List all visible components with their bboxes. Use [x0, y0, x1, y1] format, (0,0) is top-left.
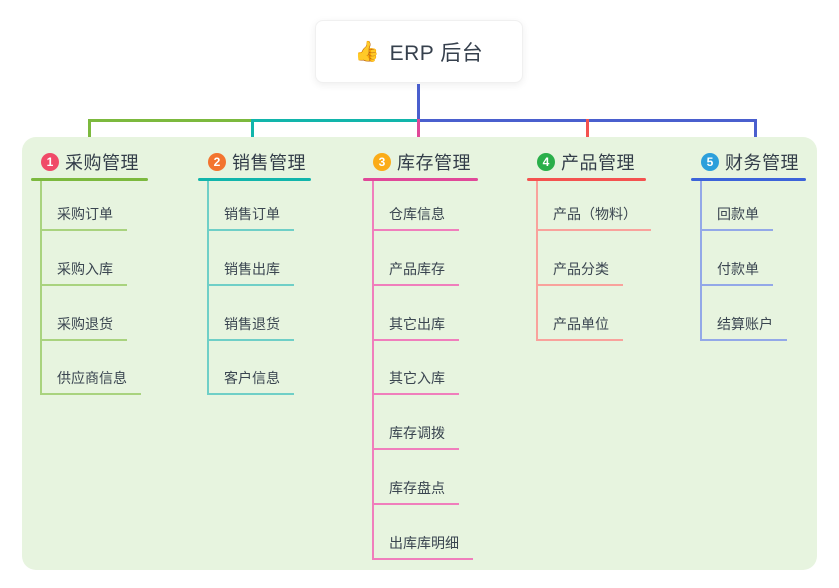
- branch-item[interactable]: 销售出库: [207, 260, 294, 286]
- branch-item-label: 产品库存: [389, 261, 445, 277]
- branch-topic[interactable]: 4 产品管理: [537, 149, 635, 175]
- branch-item-label: 产品（物料）: [553, 206, 637, 222]
- thumbs-up-icon: 👍: [354, 40, 380, 63]
- root-label: ERP 后台: [389, 41, 484, 65]
- branch-index: 4: [542, 155, 550, 169]
- branch-topic[interactable]: 2 销售管理: [208, 149, 306, 175]
- branch-item[interactable]: 销售退货: [207, 315, 294, 341]
- branch-index-badge: 5: [701, 153, 719, 171]
- branch-underline: [31, 178, 148, 181]
- branch-item[interactable]: 其它入库: [372, 369, 459, 395]
- branch-underline: [363, 178, 478, 181]
- branch-item[interactable]: 产品（物料）: [536, 205, 651, 231]
- branch-item-label: 库存盘点: [389, 480, 445, 496]
- branch-label: 库存管理: [397, 153, 471, 173]
- branch-node-1: 1 采购管理采购订单采购入库采购退货供应商信息: [31, 146, 148, 570]
- branch-item[interactable]: 采购退货: [40, 315, 127, 341]
- branch-index: 1: [46, 155, 54, 169]
- branch-item-label: 采购入库: [57, 261, 113, 277]
- branch-index: 5: [706, 155, 714, 169]
- branch-label: 采购管理: [65, 153, 139, 173]
- branch-item[interactable]: 客户信息: [207, 369, 294, 395]
- branch-topic[interactable]: 1 采购管理: [41, 149, 139, 175]
- branch-index: 3: [378, 155, 386, 169]
- branch-item-label: 销售订单: [224, 206, 280, 222]
- branch-item[interactable]: 回款单: [700, 205, 773, 231]
- branch-item-label: 库存调拨: [389, 425, 445, 441]
- connector-trunk-segment: [88, 119, 253, 122]
- branch-node-3: 3 库存管理仓库信息产品库存其它出库其它入库库存调拨库存盘点出库库明细: [363, 146, 478, 570]
- branch-item[interactable]: 销售订单: [207, 205, 294, 231]
- branch-item-label: 产品单位: [553, 316, 609, 332]
- branch-node-5: 5 财务管理回款单付款单结算账户: [691, 146, 806, 570]
- connector-branch-drop: [586, 119, 589, 146]
- branch-item[interactable]: 付款单: [700, 260, 773, 286]
- branch-topic[interactable]: 5 财务管理: [701, 149, 799, 175]
- branch-item[interactable]: 仓库信息: [372, 205, 459, 231]
- branch-item-label: 付款单: [717, 261, 759, 277]
- branch-item[interactable]: 库存调拨: [372, 424, 459, 450]
- branch-item[interactable]: 产品分类: [536, 260, 623, 286]
- branch-item[interactable]: 供应商信息: [40, 369, 141, 395]
- branch-spine: [40, 181, 42, 396]
- branch-item-label: 结算账户: [717, 316, 773, 332]
- branch-index-badge: 1: [41, 153, 59, 171]
- branch-spine: [536, 181, 538, 341]
- branch-underline: [691, 178, 806, 181]
- branch-item[interactable]: 产品单位: [536, 315, 623, 341]
- branch-item[interactable]: 出库库明细: [372, 534, 473, 560]
- branch-item-label: 供应商信息: [57, 370, 127, 386]
- root-node[interactable]: 👍 ERP 后台: [315, 20, 523, 83]
- branch-label: 产品管理: [561, 153, 635, 173]
- branch-node-2: 2 销售管理销售订单销售出库销售退货客户信息: [198, 146, 311, 570]
- branch-item-label: 客户信息: [224, 370, 280, 386]
- connector-trunk-segment: [253, 119, 417, 122]
- connector-branch-drop: [754, 119, 757, 146]
- branch-topic[interactable]: 3 库存管理: [373, 149, 471, 175]
- branch-node-4: 4 产品管理产品（物料） 产品分类产品单位: [527, 146, 651, 570]
- branch-label: 销售管理: [232, 153, 306, 173]
- branch-item[interactable]: 其它出库: [372, 315, 459, 341]
- connector-branch-drop: [88, 119, 91, 146]
- branch-item-label: 回款单: [717, 206, 759, 222]
- branch-item-label: 其它出库: [389, 316, 445, 332]
- branch-item-label: 采购订单: [57, 206, 113, 222]
- branch-item-label: 其它入库: [389, 370, 445, 386]
- branch-item-label: 出库库明细: [389, 535, 459, 551]
- branch-underline: [527, 178, 646, 181]
- mindmap-canvas: [22, 137, 817, 570]
- branch-spine: [372, 181, 374, 560]
- branch-index-badge: 4: [537, 153, 555, 171]
- branch-item-label: 仓库信息: [389, 206, 445, 222]
- branch-item-label: 销售出库: [224, 261, 280, 277]
- branch-item-label: 产品分类: [553, 261, 609, 277]
- branch-item[interactable]: 产品库存: [372, 260, 459, 286]
- branch-item-label: 销售退货: [224, 316, 280, 332]
- branch-index: 2: [213, 155, 221, 169]
- branch-spine: [700, 181, 702, 341]
- branch-index-badge: 2: [208, 153, 226, 171]
- branch-label: 财务管理: [725, 153, 799, 173]
- branch-item[interactable]: 结算账户: [700, 315, 787, 341]
- branch-item[interactable]: 库存盘点: [372, 479, 459, 505]
- branch-item-label: 采购退货: [57, 316, 113, 332]
- branch-spine: [207, 181, 209, 396]
- connector-root-stem: [417, 84, 420, 122]
- branch-index-badge: 3: [373, 153, 391, 171]
- connector-branch-drop: [417, 119, 420, 146]
- branch-item[interactable]: 采购订单: [40, 205, 127, 231]
- branch-item[interactable]: 采购入库: [40, 260, 127, 286]
- connector-branch-drop: [251, 119, 254, 146]
- branch-underline: [198, 178, 311, 181]
